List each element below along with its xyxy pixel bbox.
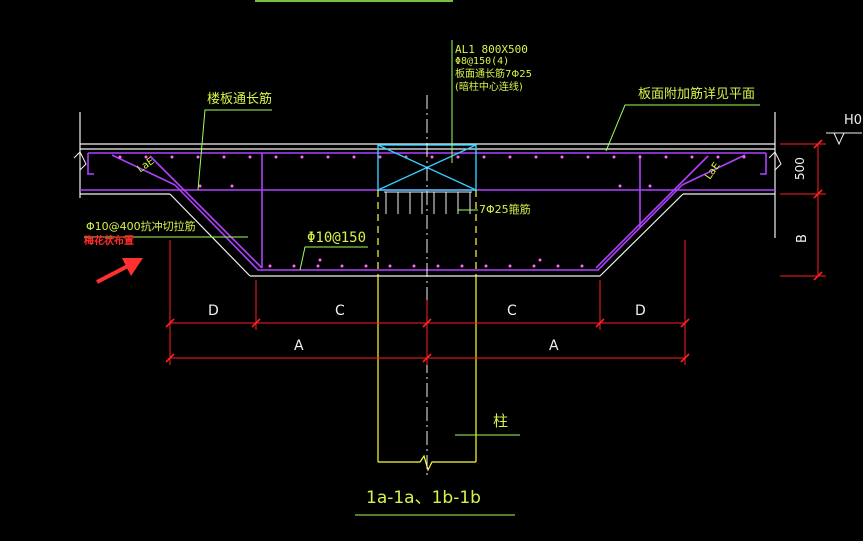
column (377, 190, 477, 472)
rebar-dot (352, 155, 356, 159)
rebar-dot (268, 264, 272, 268)
red-arrow-icon (96, 258, 143, 284)
rebar-dot (556, 264, 560, 268)
slab-top-bar-label: 楼板通长筋 (207, 92, 273, 107)
bottom-bar-label: Φ10@150 (307, 230, 367, 246)
rebar-dot (460, 264, 464, 268)
rebar-dot (230, 184, 234, 188)
rebar-dot (196, 155, 200, 159)
dim-500-label: 500 (793, 157, 807, 180)
elevation-label: H0 (844, 113, 863, 128)
rebar-dot (326, 155, 330, 159)
dimension-lines (169, 143, 826, 365)
rebar-dots (118, 155, 746, 268)
rebar-dot (144, 155, 148, 159)
dim-d-left-label: D (208, 303, 219, 319)
rebar-dot (222, 155, 226, 159)
additional-bar-label: 板面附加筋详见平面 (638, 87, 756, 102)
beam-spec-line-2: Φ8@150(4) (455, 56, 510, 67)
rebar-dot (538, 258, 542, 262)
rebar-dot (482, 155, 486, 159)
beam-spec-line-3: 板面通长筋7Φ25 (455, 69, 532, 80)
leader-lines (84, 40, 760, 516)
dim-b-label: B (795, 234, 810, 243)
rebar-dot (340, 264, 344, 268)
dim-c-left-label: C (335, 303, 345, 319)
stirrup-note-label: 7Φ25箍筋 (479, 203, 531, 216)
rebar-dot (612, 155, 616, 159)
rebar-dot (248, 155, 252, 159)
rebar-dot (618, 184, 622, 188)
rebar-dot (274, 155, 278, 159)
beam-spec-line-4: (暗柱中心连线) (455, 82, 523, 93)
rebar-dot (508, 155, 512, 159)
dim-a-left-label: A (294, 338, 304, 354)
rebar-dot (690, 155, 694, 159)
rebar-dot (170, 155, 174, 159)
rebar-dot (716, 155, 720, 159)
rebar-dot (664, 155, 668, 159)
rebar-dot (412, 264, 416, 268)
dimension-ticks (165, 139, 823, 363)
rebar-dot (534, 155, 538, 159)
dim-a-right-label: A (549, 338, 559, 354)
dim-c-right-label: C (507, 303, 517, 319)
rebar-dot (436, 264, 440, 268)
rebar-dot (532, 264, 536, 268)
rebar-dot (198, 184, 202, 188)
break-line-icon (73, 151, 782, 171)
elevation-triangle-icon (826, 132, 862, 146)
beam-stirrups (384, 191, 472, 214)
rebar-dot (638, 155, 642, 159)
beam-spec-line-1: AL1 800X500 (455, 43, 528, 56)
anti-punch-label: Φ10@400抗冲切拉筋 (86, 220, 196, 233)
rebar-dot (316, 264, 320, 268)
rebar-dot (456, 155, 460, 159)
rebar-dot (586, 155, 590, 159)
rebar-dot (378, 155, 382, 159)
rebar-dot (118, 155, 122, 159)
rebar-dot (300, 155, 304, 159)
rebar-dot (648, 184, 652, 188)
rebar-dot (388, 264, 392, 268)
rebar-dot (292, 264, 296, 268)
column-label: 柱 (493, 412, 509, 430)
red-note-label: 梅花状布置 (84, 236, 134, 247)
rebar-dot (560, 155, 564, 159)
rebar-dot (430, 155, 434, 159)
rebar-dot (742, 155, 746, 159)
rebar-dot (508, 264, 512, 268)
dim-d-right-label: D (635, 303, 646, 319)
rebar-dot (580, 264, 584, 268)
rebar-dot (484, 264, 488, 268)
rebar-dot (318, 258, 322, 262)
rebar-dot (364, 264, 368, 268)
section-title: 1a-1a、1b-1b (366, 488, 481, 508)
